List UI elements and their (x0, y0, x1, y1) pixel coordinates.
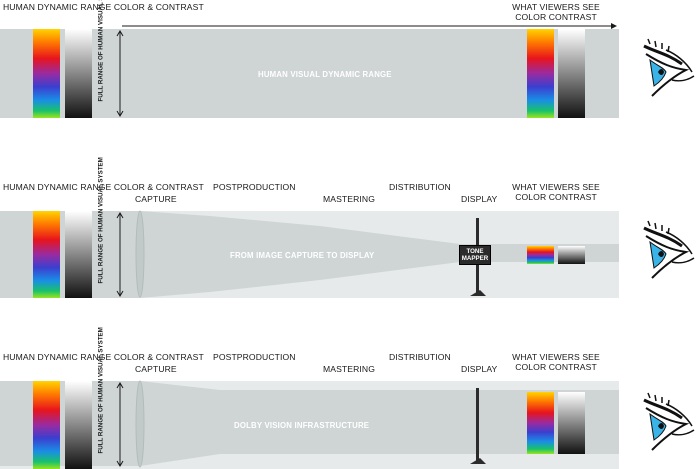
stage-distribution: DISTRIBUTION (389, 352, 451, 362)
stage-display: DISPLAY (461, 194, 498, 204)
stage-mastering: MASTERING (323, 194, 375, 204)
eye-icon (643, 220, 695, 279)
human-range-label: HUMAN DYNAMIC RANGE COLOR & CONTRAST (3, 2, 204, 12)
display-panel (476, 388, 479, 464)
viewer-spectrum-bar (527, 246, 554, 264)
capture-lens (135, 380, 145, 468)
stage-postproduction: POSTPRODUCTION (213, 352, 296, 362)
stage-capture: CAPTURE (135, 364, 177, 374)
band-text: DOLBY VISION INFRASTRUCTURE (234, 421, 370, 430)
display-stand (470, 290, 486, 296)
human-range-label: HUMAN DYNAMIC RANGE COLOR & CONTRAST (3, 182, 204, 192)
color-spectrum-bar (33, 29, 60, 118)
eye-icon (643, 38, 695, 97)
stage-mastering: MASTERING (323, 364, 375, 374)
viewer-grayscale-bar (558, 29, 585, 118)
stage-distribution: DISTRIBUTION (389, 182, 451, 192)
color-spectrum-bar (33, 381, 60, 469)
grayscale-bar (65, 211, 92, 298)
color-spectrum-bar (33, 211, 60, 298)
viewer-spectrum-bar (527, 29, 554, 118)
viewers-see-label: WHAT VIEWERS SEE COLOR CONTRAST (512, 182, 600, 202)
band-text: FROM IMAGE CAPTURE TO DISPLAY (230, 251, 375, 260)
full-range-label: FULL RANGE OF HUMAN VISUAL SYSTEM (97, 0, 105, 102)
stage-display: DISPLAY (461, 364, 498, 374)
panel-1-graphic (0, 23, 619, 118)
dolby-range-band (0, 381, 619, 466)
full-range-label: FULL RANGE OF HUMAN VISUAL SYSTEM (98, 157, 105, 283)
viewer-spectrum-bar (527, 392, 554, 454)
viewer-grayscale-bar (558, 246, 585, 264)
panel-3-graphic (0, 380, 619, 469)
tone-mapper-box: TONE MAPPER (459, 245, 491, 265)
human-range-label: HUMAN DYNAMIC RANGE COLOR & CONTRAST (3, 352, 204, 362)
viewer-grayscale-bar (558, 392, 585, 454)
capture-lens (135, 210, 145, 298)
stage-capture: CAPTURE (135, 194, 177, 204)
narrowing-range-band (0, 211, 619, 298)
dynamic-range-band (0, 29, 619, 118)
eye-icon (643, 392, 695, 451)
stage-postproduction: POSTPRODUCTION (213, 182, 296, 192)
grayscale-bar (65, 381, 92, 469)
viewers-see-label: WHAT VIEWERS SEE COLOR CONTRAST (512, 2, 600, 22)
display-stand (470, 458, 486, 464)
band-text: HUMAN VISUAL DYNAMIC RANGE (258, 70, 392, 79)
viewers-see-label: WHAT VIEWERS SEE COLOR CONTRAST (512, 352, 600, 372)
grayscale-bar (65, 29, 92, 118)
panel-2-graphic (0, 210, 619, 298)
full-range-label: FULL RANGE OF HUMAN VISUAL SYSTEM (98, 327, 105, 453)
